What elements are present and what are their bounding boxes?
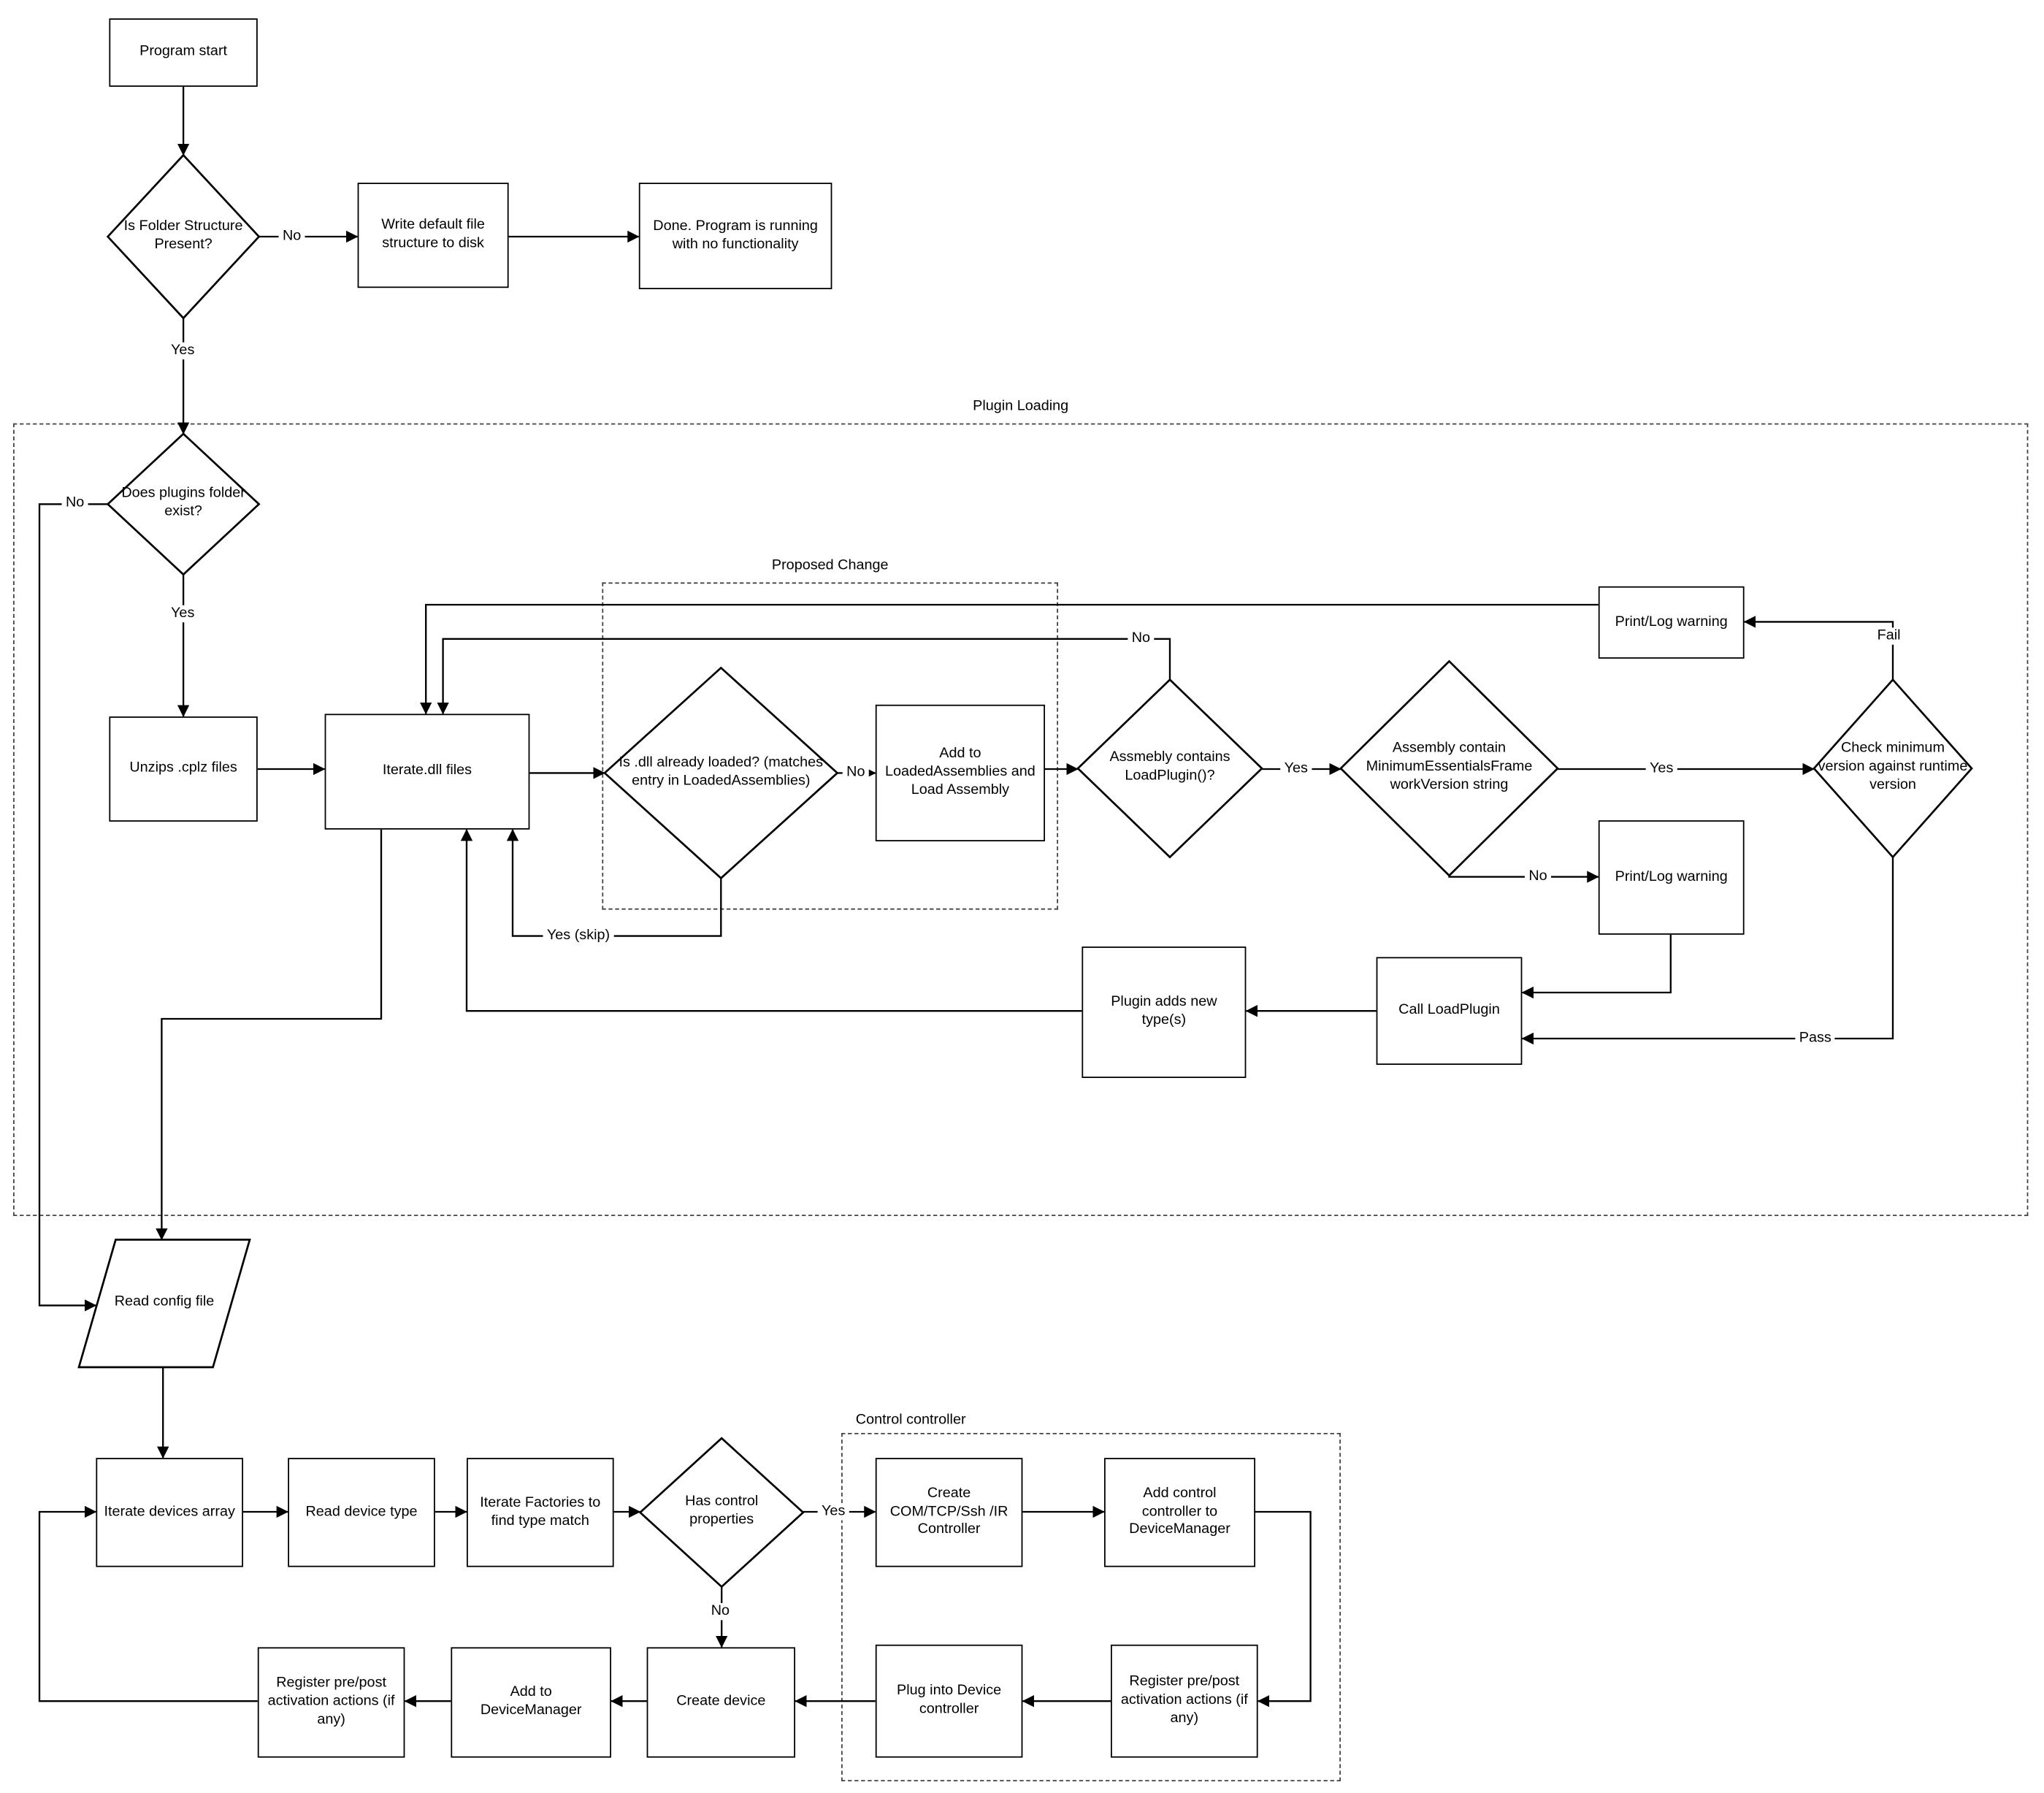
edge-printlog-nover-to-call-loadplugin: [1521, 934, 1672, 999]
node-iterate-devices: Iterate devices array: [96, 1458, 243, 1567]
edge-label-control-no: No: [707, 1602, 734, 1621]
node-plugins-exist: Does plugins folder exist?: [121, 485, 245, 519]
edge-label-loadplugin-yes: Yes: [1280, 760, 1312, 778]
edge-plugins-no-to-read-config: [38, 503, 108, 1312]
edge-printlog-fail-to-iterate-dll: [420, 603, 1599, 715]
edge-label-plugins-no: No: [61, 494, 88, 513]
node-plugin-adds: Plugin adds new type(s): [1082, 947, 1247, 1078]
node-contains-minver: Assembly contain MinimumEssentialsFramew…: [1366, 741, 1533, 793]
group-plugin-loading: [13, 423, 2029, 1216]
edge-label-loadplugin-no: No: [1128, 630, 1155, 648]
edge-loadplugin-no-to-iterate-dll: [437, 638, 1171, 715]
node-contains-loadplugin: Assmebly contains LoadPlugin()?: [1109, 749, 1230, 784]
node-iterate-dll: Iterate.dll files: [324, 714, 530, 830]
node-write-default: Write default file structure to disk: [357, 183, 509, 288]
node-has-control: Has control properties: [685, 1494, 759, 1528]
node-register-ctrl: Register pre/post activation actions (if…: [1111, 1644, 1258, 1758]
edge-minver-no-to-printlog: [1448, 871, 1599, 883]
edge-label-minver-no: No: [1524, 868, 1552, 886]
node-add-devicemanager: Add to DeviceManager: [451, 1647, 611, 1758]
edge-label-folder-no: No: [278, 228, 305, 245]
edge-plugin-adds-to-iterate-dll: [460, 828, 1082, 1012]
node-read-device-type: Read device type: [288, 1458, 435, 1567]
parallelogram-read-config: [77, 1239, 251, 1369]
node-register-dev: Register pre/post activation actions (if…: [257, 1647, 405, 1758]
diamond-check-minver: [1813, 678, 1973, 859]
node-plug-into: Plug into Device controller: [875, 1644, 1023, 1758]
node-program-start: Program start: [109, 18, 258, 87]
edge-check-pass-to-call-loadplugin: [1521, 857, 1894, 1045]
group-label-proposed-change: Proposed Change: [771, 557, 889, 573]
group-label-control-controller: Control controller: [855, 1412, 966, 1428]
edge-label-dll-yes-skip: Yes (skip): [543, 927, 614, 945]
group-control-controller: [841, 1433, 1341, 1781]
node-unzip: Unzips .cplz files: [109, 716, 258, 822]
edge-label-minver-yes: Yes: [1645, 760, 1677, 778]
edge-iterate-dll-to-read-config: [156, 829, 383, 1241]
node-folder-check: Is Folder Structure Present?: [123, 218, 243, 253]
node-check-minver: Check minimum version against runtime ve…: [1818, 741, 1968, 793]
node-create-controller: Create COM/TCP/Ssh /IR Controller: [875, 1458, 1023, 1567]
node-add-controller: Add control controller to DeviceManager: [1104, 1458, 1255, 1567]
edge-label-folder-yes: Yes: [166, 342, 199, 360]
node-create-device: Create device: [646, 1647, 795, 1758]
edge-dll-yes-skip-to-iterate-dll: [506, 828, 722, 937]
group-proposed-change: [602, 582, 1058, 910]
node-iterate-factories: Iterate Factories to find type match: [467, 1458, 614, 1567]
node-printlog-fail: Print/Log warning: [1598, 586, 1745, 659]
edge-check-fail-to-printlog: [1743, 616, 1894, 680]
node-add-loaded: Add to LoadedAssemblies and Load Assembl…: [875, 704, 1045, 841]
edge-label-control-yes: Yes: [817, 1503, 849, 1521]
edge-label-dll-no: No: [842, 764, 869, 782]
edge-register-dev-to-iterate-devices: [38, 1505, 258, 1702]
edge-label-check-fail: Fail: [1873, 627, 1905, 646]
edge-add-controller-to-register-ctrl: [1255, 1510, 1312, 1708]
node-dll-loaded: Is .dll already loaded? (matches entry i…: [619, 754, 824, 789]
node-call-loadplugin: Call LoadPlugin: [1376, 957, 1523, 1065]
node-read-config: Read config file: [114, 1293, 215, 1310]
diamond-plugins-exist: [106, 432, 261, 576]
node-done: Done. Program is running with no functio…: [638, 183, 832, 289]
group-label-plugin-loading: Plugin Loading: [973, 398, 1069, 414]
edge-label-plugins-yes: Yes: [166, 605, 199, 623]
node-printlog-nover: Print/Log warning: [1598, 820, 1745, 935]
edge-label-check-pass: Pass: [1795, 1030, 1836, 1047]
